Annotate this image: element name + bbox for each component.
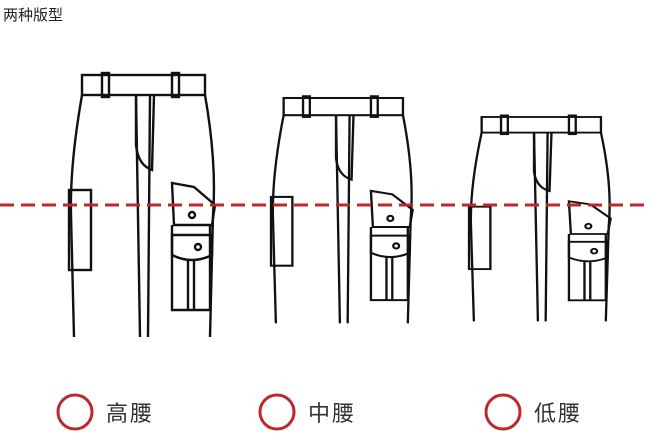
pants-illustration-high bbox=[67, 71, 217, 338]
pants-illustration-mid bbox=[269, 95, 414, 324]
option-label-high: 高腰 bbox=[106, 402, 155, 427]
radio-circle-icon-high[interactable] bbox=[56, 393, 94, 431]
pants-illustration-low bbox=[467, 114, 612, 322]
radio-circle-icon-mid[interactable] bbox=[258, 393, 296, 431]
option-label-low: 低腰 bbox=[534, 402, 583, 427]
diagram-title: 两种版型 bbox=[3, 6, 64, 24]
radio-circle-icon-low[interactable] bbox=[484, 393, 522, 431]
option-label-mid: 中腰 bbox=[308, 402, 357, 427]
